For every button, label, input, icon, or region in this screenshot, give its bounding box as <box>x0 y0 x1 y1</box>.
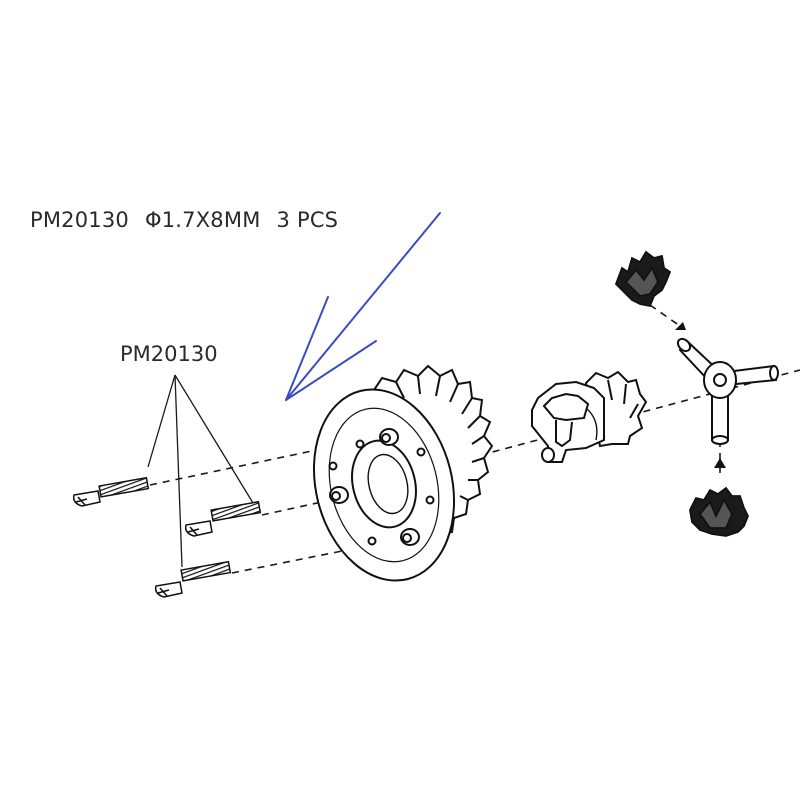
screw-bottom <box>154 560 232 598</box>
insertion-arrows <box>675 322 726 468</box>
callout-leader-lines <box>147 374 254 568</box>
annotation-arrow <box>285 212 441 401</box>
pinion-gear-top <box>614 250 672 308</box>
screw-middle <box>184 500 262 537</box>
screw-quantity: 3 PCS <box>276 208 339 232</box>
screw-spec: Φ1.7X8MM <box>145 208 261 232</box>
part-number: PM20130 <box>30 208 129 232</box>
ring-gear <box>312 364 494 582</box>
pinion-gear-bottom <box>689 486 749 537</box>
screw-top <box>72 476 150 507</box>
differential-case <box>531 370 648 463</box>
spider-cross-shaft <box>676 337 779 445</box>
screw-callout-label: PM20130 <box>120 342 218 366</box>
part-spec-label: PM20130 Φ1.7X8MM 3 PCS <box>30 208 338 232</box>
ring-gear-bore <box>351 439 417 529</box>
